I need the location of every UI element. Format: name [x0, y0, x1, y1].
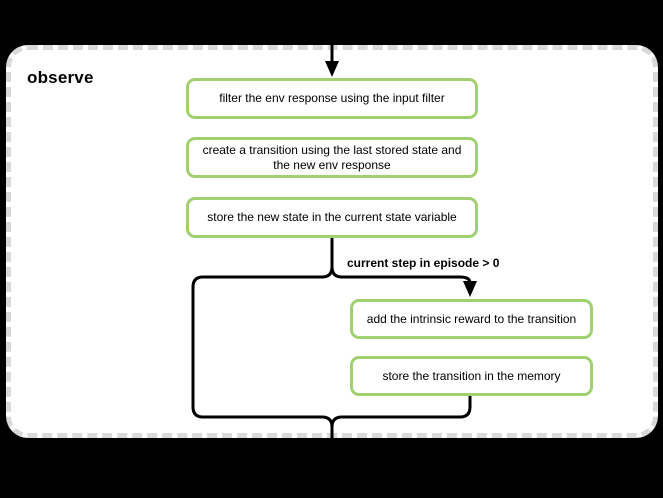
node-label: filter the env response using the input … — [219, 91, 445, 105]
node-label: store the new state in the current state… — [207, 210, 457, 224]
node-store-new-state: store the new state in the current state… — [186, 197, 478, 238]
node-add-intrinsic-reward: add the intrinsic reward to the transiti… — [350, 299, 593, 339]
node-label: create a transition using the last store… — [202, 142, 462, 172]
function-title: observe — [27, 68, 94, 87]
node-create-transition: create a transition using the last store… — [186, 137, 478, 178]
node-label: add the intrinsic reward to the transiti… — [366, 311, 577, 326]
node-store-transition-memory: store the transition in the memory — [350, 356, 593, 396]
branch-condition-label: current step in episode > 0 — [347, 256, 500, 270]
node-label: store the transition in the memory — [382, 368, 561, 383]
node-filter-env-response: filter the env response using the input … — [186, 78, 478, 119]
